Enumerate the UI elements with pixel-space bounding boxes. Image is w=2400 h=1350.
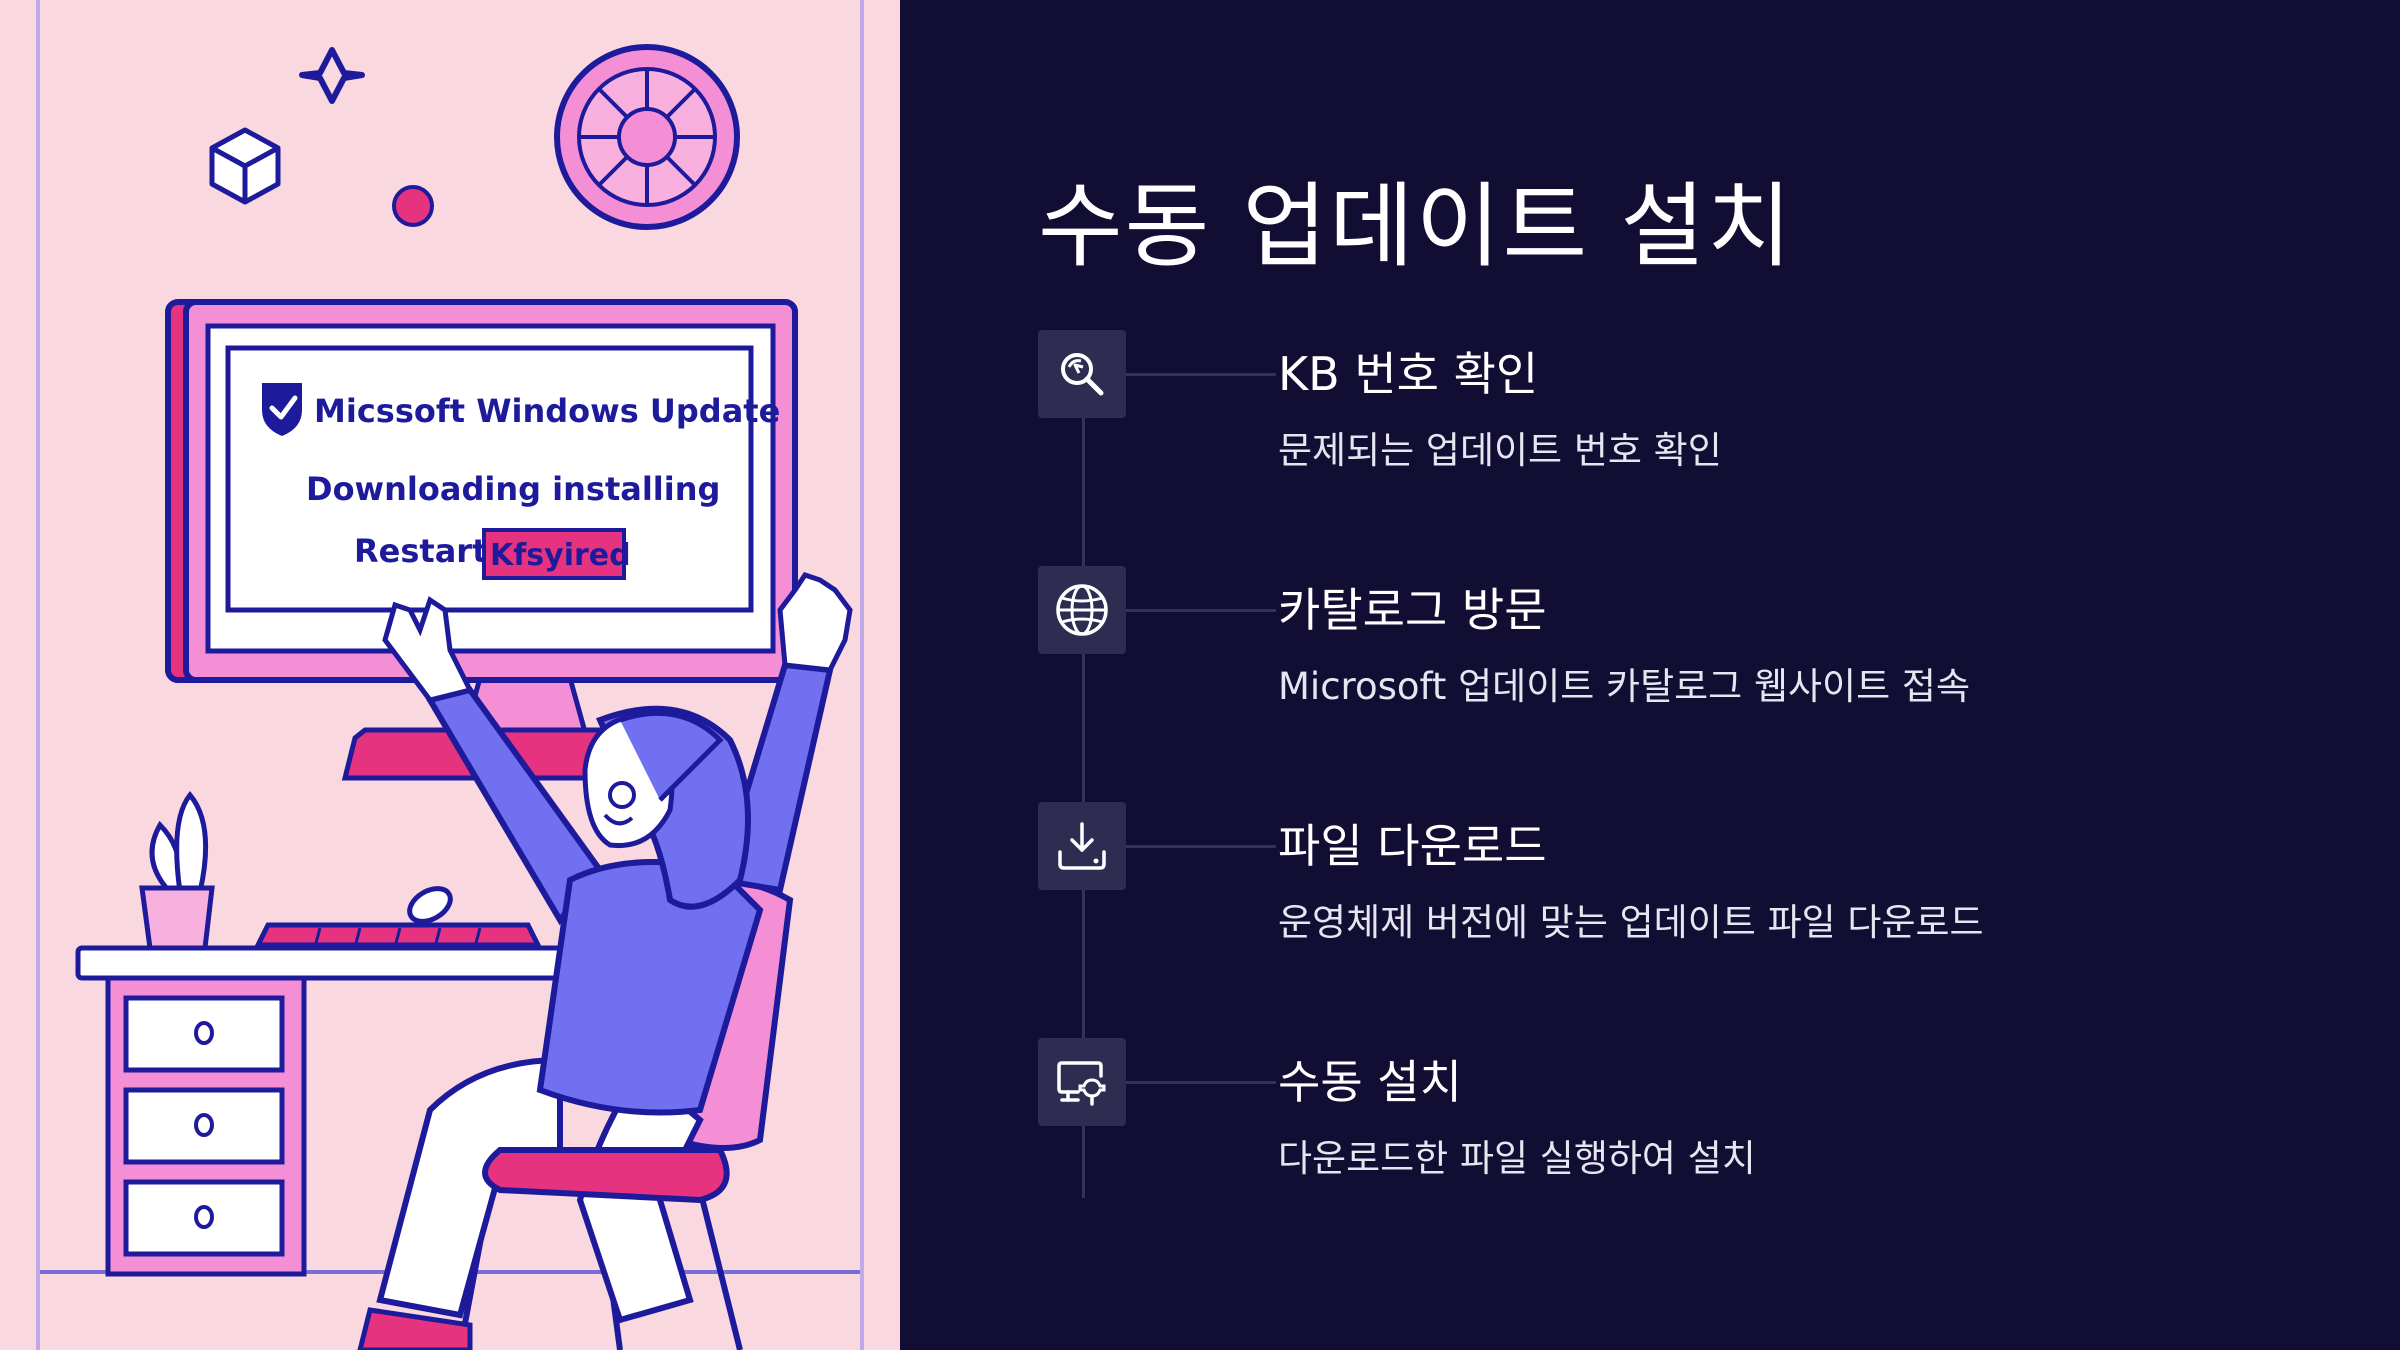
step-description: 운영체제 버전에 맞는 업데이트 파일 다운로드	[1278, 901, 1984, 944]
cube-icon	[209, 127, 281, 205]
step-kb-number: KB 번호 확인 문제되는 업데이트 번호 확인	[1038, 330, 2338, 472]
person-at-computer-illustration: Micssoft Windows Update Downloading inst…	[36, 0, 864, 1350]
step-title: 파일 다운로드	[1278, 819, 1547, 873]
install-icon	[1038, 1038, 1126, 1126]
globe-icon	[1038, 566, 1126, 654]
step-description: 문제되는 업데이트 번호 확인	[1278, 429, 1722, 472]
wheel-icon	[554, 44, 740, 230]
content-panel: 수동 업데이트 설치 KB 번호 확인 문제되는 업데이트 번호 확인	[900, 0, 2400, 1350]
sparkle-icon	[299, 47, 365, 104]
step-manual-install: 수동 설치 다운로드한 파일 실행하여 설치	[1038, 1038, 2338, 1180]
shield-icon	[262, 383, 302, 436]
plant-icon	[139, 791, 215, 951]
step-title: 카탈로그 방문	[1278, 583, 1547, 637]
screen-restart-text: Restart	[354, 532, 487, 570]
step-download-file: 파일 다운로드 운영체제 버전에 맞는 업데이트 파일 다운로드	[1038, 802, 2338, 944]
illustration-panel: Micssoft Windows Update Downloading inst…	[0, 0, 900, 1350]
screen-restart-highlight: Kfsyired	[490, 538, 631, 573]
step-connector	[1126, 845, 1276, 848]
step-description: Microsoft 업데이트 카탈로그 웹사이트 접속	[1278, 665, 1970, 708]
step-title: 수동 설치	[1278, 1055, 1462, 1109]
page-title: 수동 업데이트 설치	[1038, 173, 1794, 280]
download-icon	[1038, 802, 1126, 890]
step-title: KB 번호 확인	[1278, 347, 1539, 401]
step-connector	[1126, 1081, 1276, 1084]
dot-icon	[392, 185, 434, 227]
step-visit-catalog: 카탈로그 방문 Microsoft 업데이트 카탈로그 웹사이트 접속	[1038, 566, 2338, 708]
step-description: 다운로드한 파일 실행하여 설치	[1278, 1137, 1756, 1180]
search-icon	[1038, 330, 1126, 418]
screen-status-text: Downloading installing	[306, 470, 720, 508]
step-connector	[1126, 609, 1276, 612]
screen-update-title: Micssoft Windows Update	[314, 392, 780, 430]
timeline-line	[1082, 400, 1085, 1198]
step-connector	[1126, 373, 1276, 376]
